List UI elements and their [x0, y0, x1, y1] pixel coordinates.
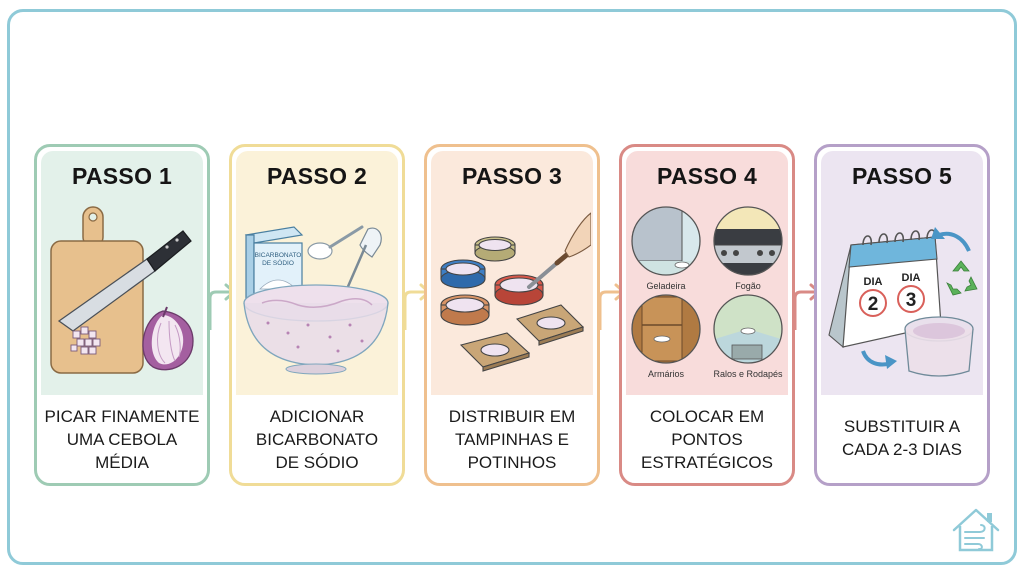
- calendar-recycle-container-icon: DIA DIA 2 3: [828, 227, 978, 377]
- step-card-3: PASSO 3 DISTRIBUIR EM TAMPINHAS E POTINH…: [424, 144, 600, 486]
- bowl-baking-soda-icon: BICARBONATO DE SÓDIO: [243, 225, 389, 375]
- placement-spots-icon: Geladeira Fogão Armários Ralos e Rodapés: [631, 206, 783, 379]
- step-4-title: PASSO 4: [656, 163, 758, 189]
- svg-text:DIA: DIA: [902, 272, 921, 284]
- step-5-title: PASSO 5: [851, 163, 953, 189]
- step-1-title: PASSO 1: [71, 163, 173, 189]
- step-2-title: PASSO 2: [266, 163, 368, 189]
- svg-text:Ralos e Rodapés: Ralos e Rodapés: [713, 369, 783, 379]
- spot-armarios-icon: [632, 295, 700, 363]
- step-card-2: PASSO 2 BICARBONATO DE SÓDIO ADICIONAR B…: [229, 144, 405, 486]
- step-5-description: SUBSTITUIR A CADA 2-3 DIAS: [842, 417, 962, 459]
- svg-text:Armários: Armários: [648, 369, 685, 379]
- step-2-description: ADICIONAR BICARBONATO DE SÓDIO: [255, 407, 379, 472]
- step-1-description: PICAR FINAMENTE UMA CEBOLA MÉDIA: [44, 407, 200, 472]
- svg-text:DIA: DIA: [864, 276, 883, 288]
- step-card-5: PASSO 5 DIA DIA 2 3 SUBSTITUIR A CADA 2-…: [814, 144, 990, 486]
- svg-text:Geladeira: Geladeira: [646, 281, 685, 291]
- spot-geladeira-icon: [632, 207, 700, 275]
- svg-text:DE SÓDIO: DE SÓDIO: [262, 258, 294, 267]
- spot-fogao-icon: [714, 207, 782, 275]
- recycle-icon: [946, 260, 978, 296]
- svg-text:2: 2: [868, 294, 879, 315]
- step-4-description: COLOCAR EM PONTOS ESTRATÉGICOS: [641, 407, 773, 472]
- svg-text:BICARBONATO: BICARBONATO: [255, 252, 302, 259]
- house-air-icon: [952, 508, 1000, 552]
- step-3-title: PASSO 3: [461, 163, 563, 189]
- cutting-board-knife-onion-icon: [50, 206, 194, 374]
- spot-ralos-icon: [714, 295, 782, 363]
- step-card-1: PASSO 1 PICAR FINAMENTE UMA CEBOLA MÉDIA: [34, 144, 210, 486]
- svg-text:3: 3: [906, 290, 917, 311]
- svg-text:Fogão: Fogão: [735, 281, 761, 291]
- step-3-description: DISTRIBUIR EM TAMPINHAS E POTINHOS: [448, 407, 576, 472]
- step-card-4: PASSO 4: [619, 144, 795, 486]
- caps-and-cardboard-icon: [440, 212, 591, 372]
